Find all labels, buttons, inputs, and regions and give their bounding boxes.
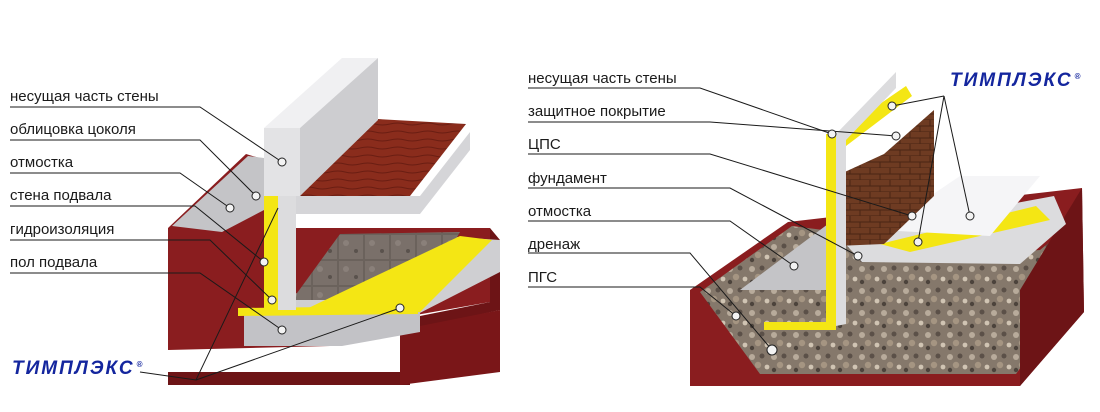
right-label-load-bearing-wall: несущая часть стены — [528, 70, 677, 87]
right-label-foundation: фундамент — [528, 170, 607, 187]
right-label-blind-area: отмостка — [528, 203, 592, 220]
left-diagram — [10, 58, 500, 385]
left-label-basement-wall: стена подвала — [10, 187, 112, 204]
left-brand-text: ТИМПЛЭКС — [12, 358, 135, 379]
left-label-load-bearing-wall: несущая часть стены — [10, 88, 159, 105]
right-label-drainage: дренаж — [528, 236, 581, 253]
left-label-plinth-cladding: облицовка цоколя — [10, 121, 136, 138]
right-pit-side — [1020, 188, 1084, 386]
left-wall-side — [300, 58, 378, 196]
left-callout-dots — [225, 157, 405, 335]
right-callout-dots — [731, 101, 975, 356]
left-wall-insulation — [264, 196, 278, 308]
right-brand-text: ТИМПЛЭКС — [950, 70, 1073, 91]
right-brand-mark: ® — [1074, 71, 1081, 81]
left-brand-mark: ® — [136, 359, 143, 369]
left-wall-top — [264, 58, 378, 128]
left-floor-insulation — [300, 236, 492, 312]
right-diagram — [528, 72, 1084, 386]
left-soil-right — [400, 310, 500, 385]
left-upper-slab — [296, 132, 470, 214]
right-label-pgs: ПГС — [528, 269, 558, 286]
left-label-basement-floor: пол подвала — [10, 254, 98, 271]
right-leader-lines — [528, 87, 971, 351]
left-brand-logo: ТИМПЛЭКС® — [12, 358, 143, 380]
left-label-blind-area: отмостка — [10, 154, 74, 171]
right-slab-top — [880, 176, 1040, 236]
left-upper-floor — [300, 118, 466, 196]
right-wall-thin — [836, 72, 896, 326]
right-label-protective-coating: защитное покрытие — [528, 103, 666, 120]
left-basement-wall — [278, 196, 296, 310]
right-blind-area — [740, 224, 834, 290]
left-label-waterproofing: гидроизоляция — [10, 221, 115, 238]
left-blind-area — [172, 156, 264, 232]
right-footing-insulation — [764, 322, 836, 330]
right-brick-side — [884, 110, 934, 244]
right-wall-insulation-top — [836, 86, 912, 146]
right-label-cps: ЦПС — [528, 136, 561, 153]
right-wall-insulation — [826, 134, 836, 326]
left-leader-lines — [10, 106, 401, 381]
left-footing — [244, 312, 420, 346]
right-brand-logo: ТИМПЛЭКС® — [950, 70, 1081, 92]
